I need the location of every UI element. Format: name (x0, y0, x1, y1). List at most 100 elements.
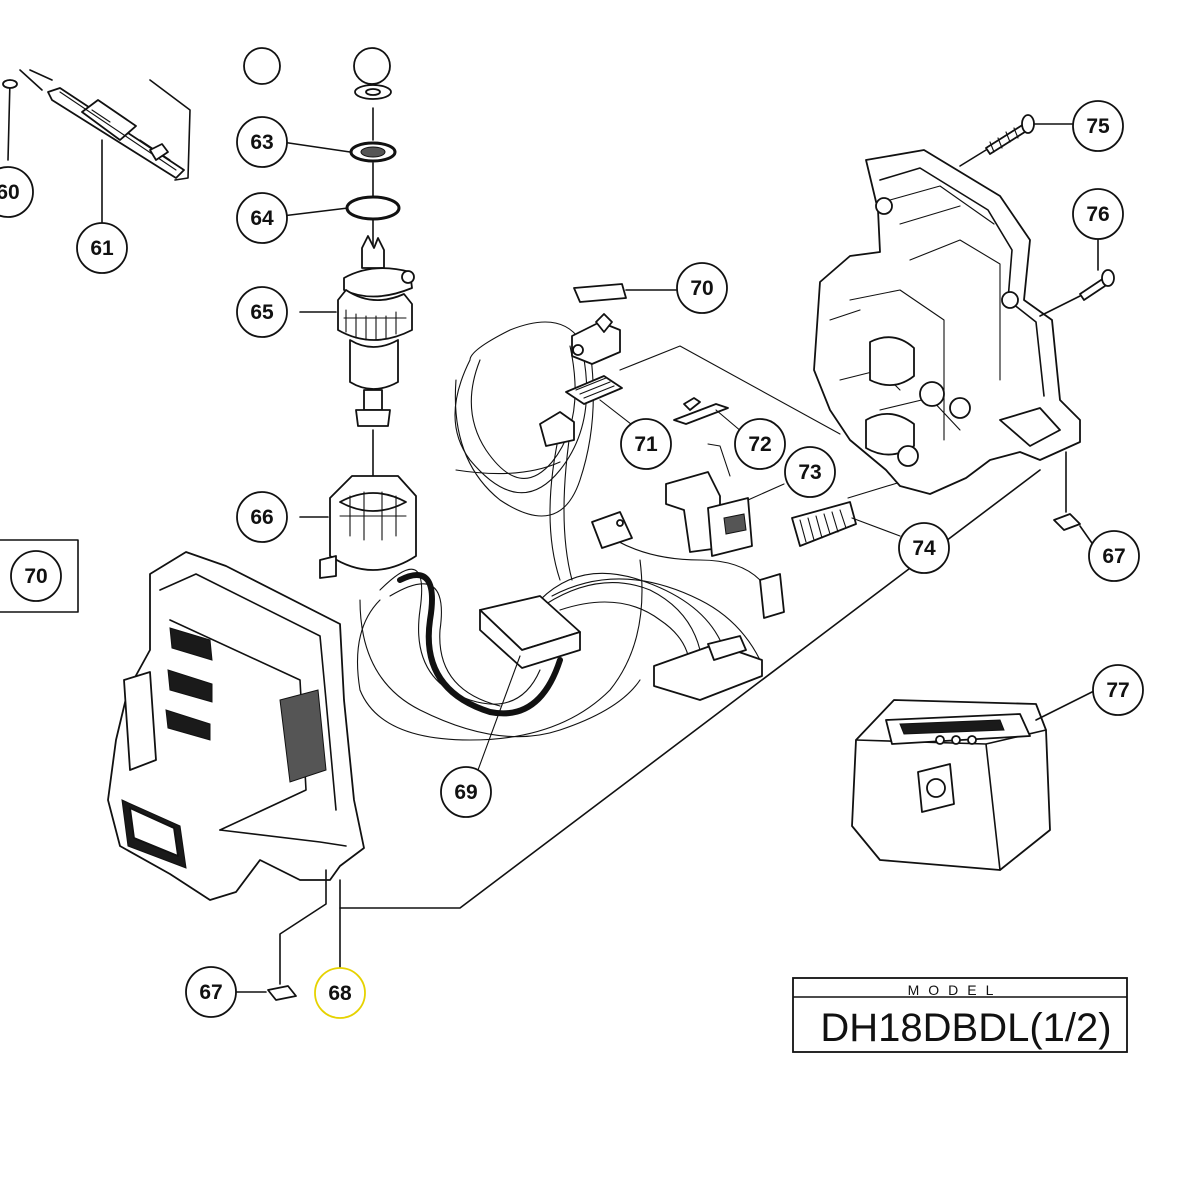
housing-boss (949, 397, 971, 419)
wire (545, 582, 701, 651)
model-box-frame (792, 977, 1128, 1053)
callout-number: 67 (199, 981, 222, 1004)
part-70-holder-pin (572, 344, 584, 356)
part-shaft-groove (149, 143, 169, 161)
wire (599, 529, 761, 581)
part-66-stator (329, 475, 417, 571)
part-75-screw-shank (985, 123, 1029, 155)
callout-circle (236, 286, 288, 338)
part-66-stator-top (339, 492, 407, 512)
housing-left-vent (169, 627, 213, 661)
callout-p74: 74 (898, 522, 950, 574)
housing-screw-boss (875, 197, 893, 215)
model-number: DH18DBDL(1/2) (820, 1006, 1111, 1050)
part-64-o-ring (345, 195, 401, 221)
callout-p67b: 67 (1088, 530, 1140, 582)
callout-number: 66 (250, 506, 273, 529)
callout-circle (898, 522, 950, 574)
board-traces (575, 377, 615, 399)
callout-number: 71 (634, 433, 658, 456)
callout-circle (236, 491, 288, 543)
callout-p70b: 70 (676, 262, 728, 314)
battery-indicator (935, 735, 945, 745)
callout-number: 73 (798, 461, 821, 484)
leader-line (959, 149, 987, 167)
callout-circle (1072, 100, 1124, 152)
leader-line (279, 869, 327, 985)
housing-boss (897, 445, 919, 467)
housing-ribs (829, 185, 1001, 441)
screw-threads (989, 127, 1019, 153)
wire-loop (470, 345, 576, 479)
callout-number: 70 (24, 565, 47, 588)
part-65-armature-core (349, 339, 399, 390)
inset-box (0, 539, 79, 613)
part-72-contact-tip (683, 397, 701, 411)
part-76-screw-head (1101, 269, 1115, 287)
leader-line (747, 483, 785, 501)
callout-p64: 64 (236, 192, 288, 244)
heat-sink-fins (799, 509, 847, 543)
part-housing-right-outer (813, 149, 1081, 495)
callout-p68: 68 (314, 967, 366, 1019)
callout-number: 67 (1102, 545, 1125, 568)
leader-line (1079, 525, 1095, 547)
part-73-switch-face (723, 513, 747, 535)
part-69-switch-block (759, 573, 785, 619)
part-washer-hole (365, 88, 381, 96)
leader-line (281, 207, 349, 217)
part-65-shaft-end (363, 389, 383, 411)
wire (559, 601, 691, 671)
callout-p63: 63 (236, 116, 288, 168)
assembly-line (619, 345, 841, 435)
frame-line (19, 69, 191, 181)
model-box: MODEL DH18DBDL(1/2) (792, 977, 1128, 1053)
wire (549, 429, 561, 581)
motor-assembly-drawing (281, 84, 417, 579)
part-67-pad-left (267, 985, 297, 1001)
part-65-armature-pinion (361, 235, 385, 269)
leader-line (281, 141, 351, 153)
part-69-plug (591, 511, 633, 549)
housing-screw-boss (1001, 291, 1019, 309)
model-label: MODEL (908, 982, 1003, 998)
wire (455, 461, 561, 475)
housing-left-line (219, 829, 347, 847)
wire (563, 419, 573, 581)
callout-number: 63 (250, 131, 273, 154)
callout-p66: 66 (236, 491, 288, 543)
housing-left-vent (167, 669, 213, 703)
callout-number: 64 (250, 207, 274, 230)
callout-circle-highlighted (314, 967, 366, 1019)
callout-circle (185, 966, 237, 1018)
housing-left-slot-inner (129, 807, 179, 857)
housing-boss (919, 381, 945, 407)
callout-number: 77 (1106, 679, 1129, 702)
callout-circle (1092, 664, 1144, 716)
callout-circle (10, 550, 62, 602)
wire-bundle (397, 572, 563, 717)
callout-number: 75 (1086, 115, 1110, 138)
callout-circle (676, 262, 728, 314)
wire (359, 599, 641, 738)
callout-circle (784, 446, 836, 498)
callout-p70a: 70 (10, 550, 62, 602)
callout-circle (76, 222, 128, 274)
housing-edge (879, 167, 1045, 397)
assembly-line (707, 443, 731, 477)
part-72-contact (673, 403, 729, 425)
callout-circle (236, 116, 288, 168)
callout-number: 76 (1086, 203, 1109, 226)
leader-line (1039, 295, 1081, 317)
battery-drawing (851, 689, 1097, 871)
wire (551, 578, 761, 661)
callout-p60: 60 (0, 166, 34, 218)
part-73-switch-body (665, 471, 721, 553)
callout-number: 69 (454, 781, 477, 804)
shaft-assembly-drawing (2, 47, 391, 231)
part-65-bearing (355, 409, 391, 427)
callout-circle (734, 418, 786, 470)
callout-circle (1088, 530, 1140, 582)
